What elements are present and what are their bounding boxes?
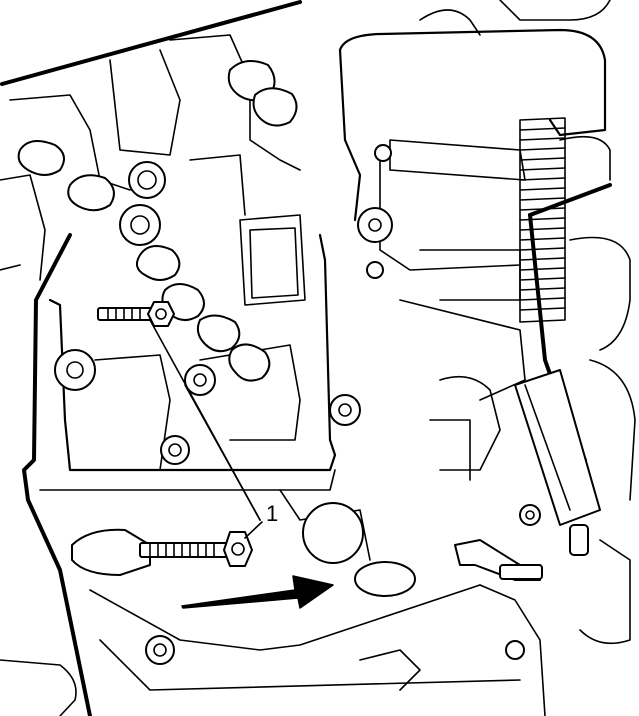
lifting-chain <box>17 60 298 382</box>
round-ports <box>302 502 416 597</box>
direction-arrow <box>181 575 334 609</box>
manifold-bracket <box>0 34 337 491</box>
callout-label-1: 1 <box>266 501 278 526</box>
sensor-bracket <box>454 369 601 581</box>
ribbed-hose <box>519 117 566 323</box>
callout-leaders <box>149 319 263 539</box>
upper-bolt <box>97 301 175 327</box>
frame-outline <box>0 0 612 716</box>
mounting-eyelets <box>54 144 541 665</box>
lower-bolt <box>71 528 253 576</box>
